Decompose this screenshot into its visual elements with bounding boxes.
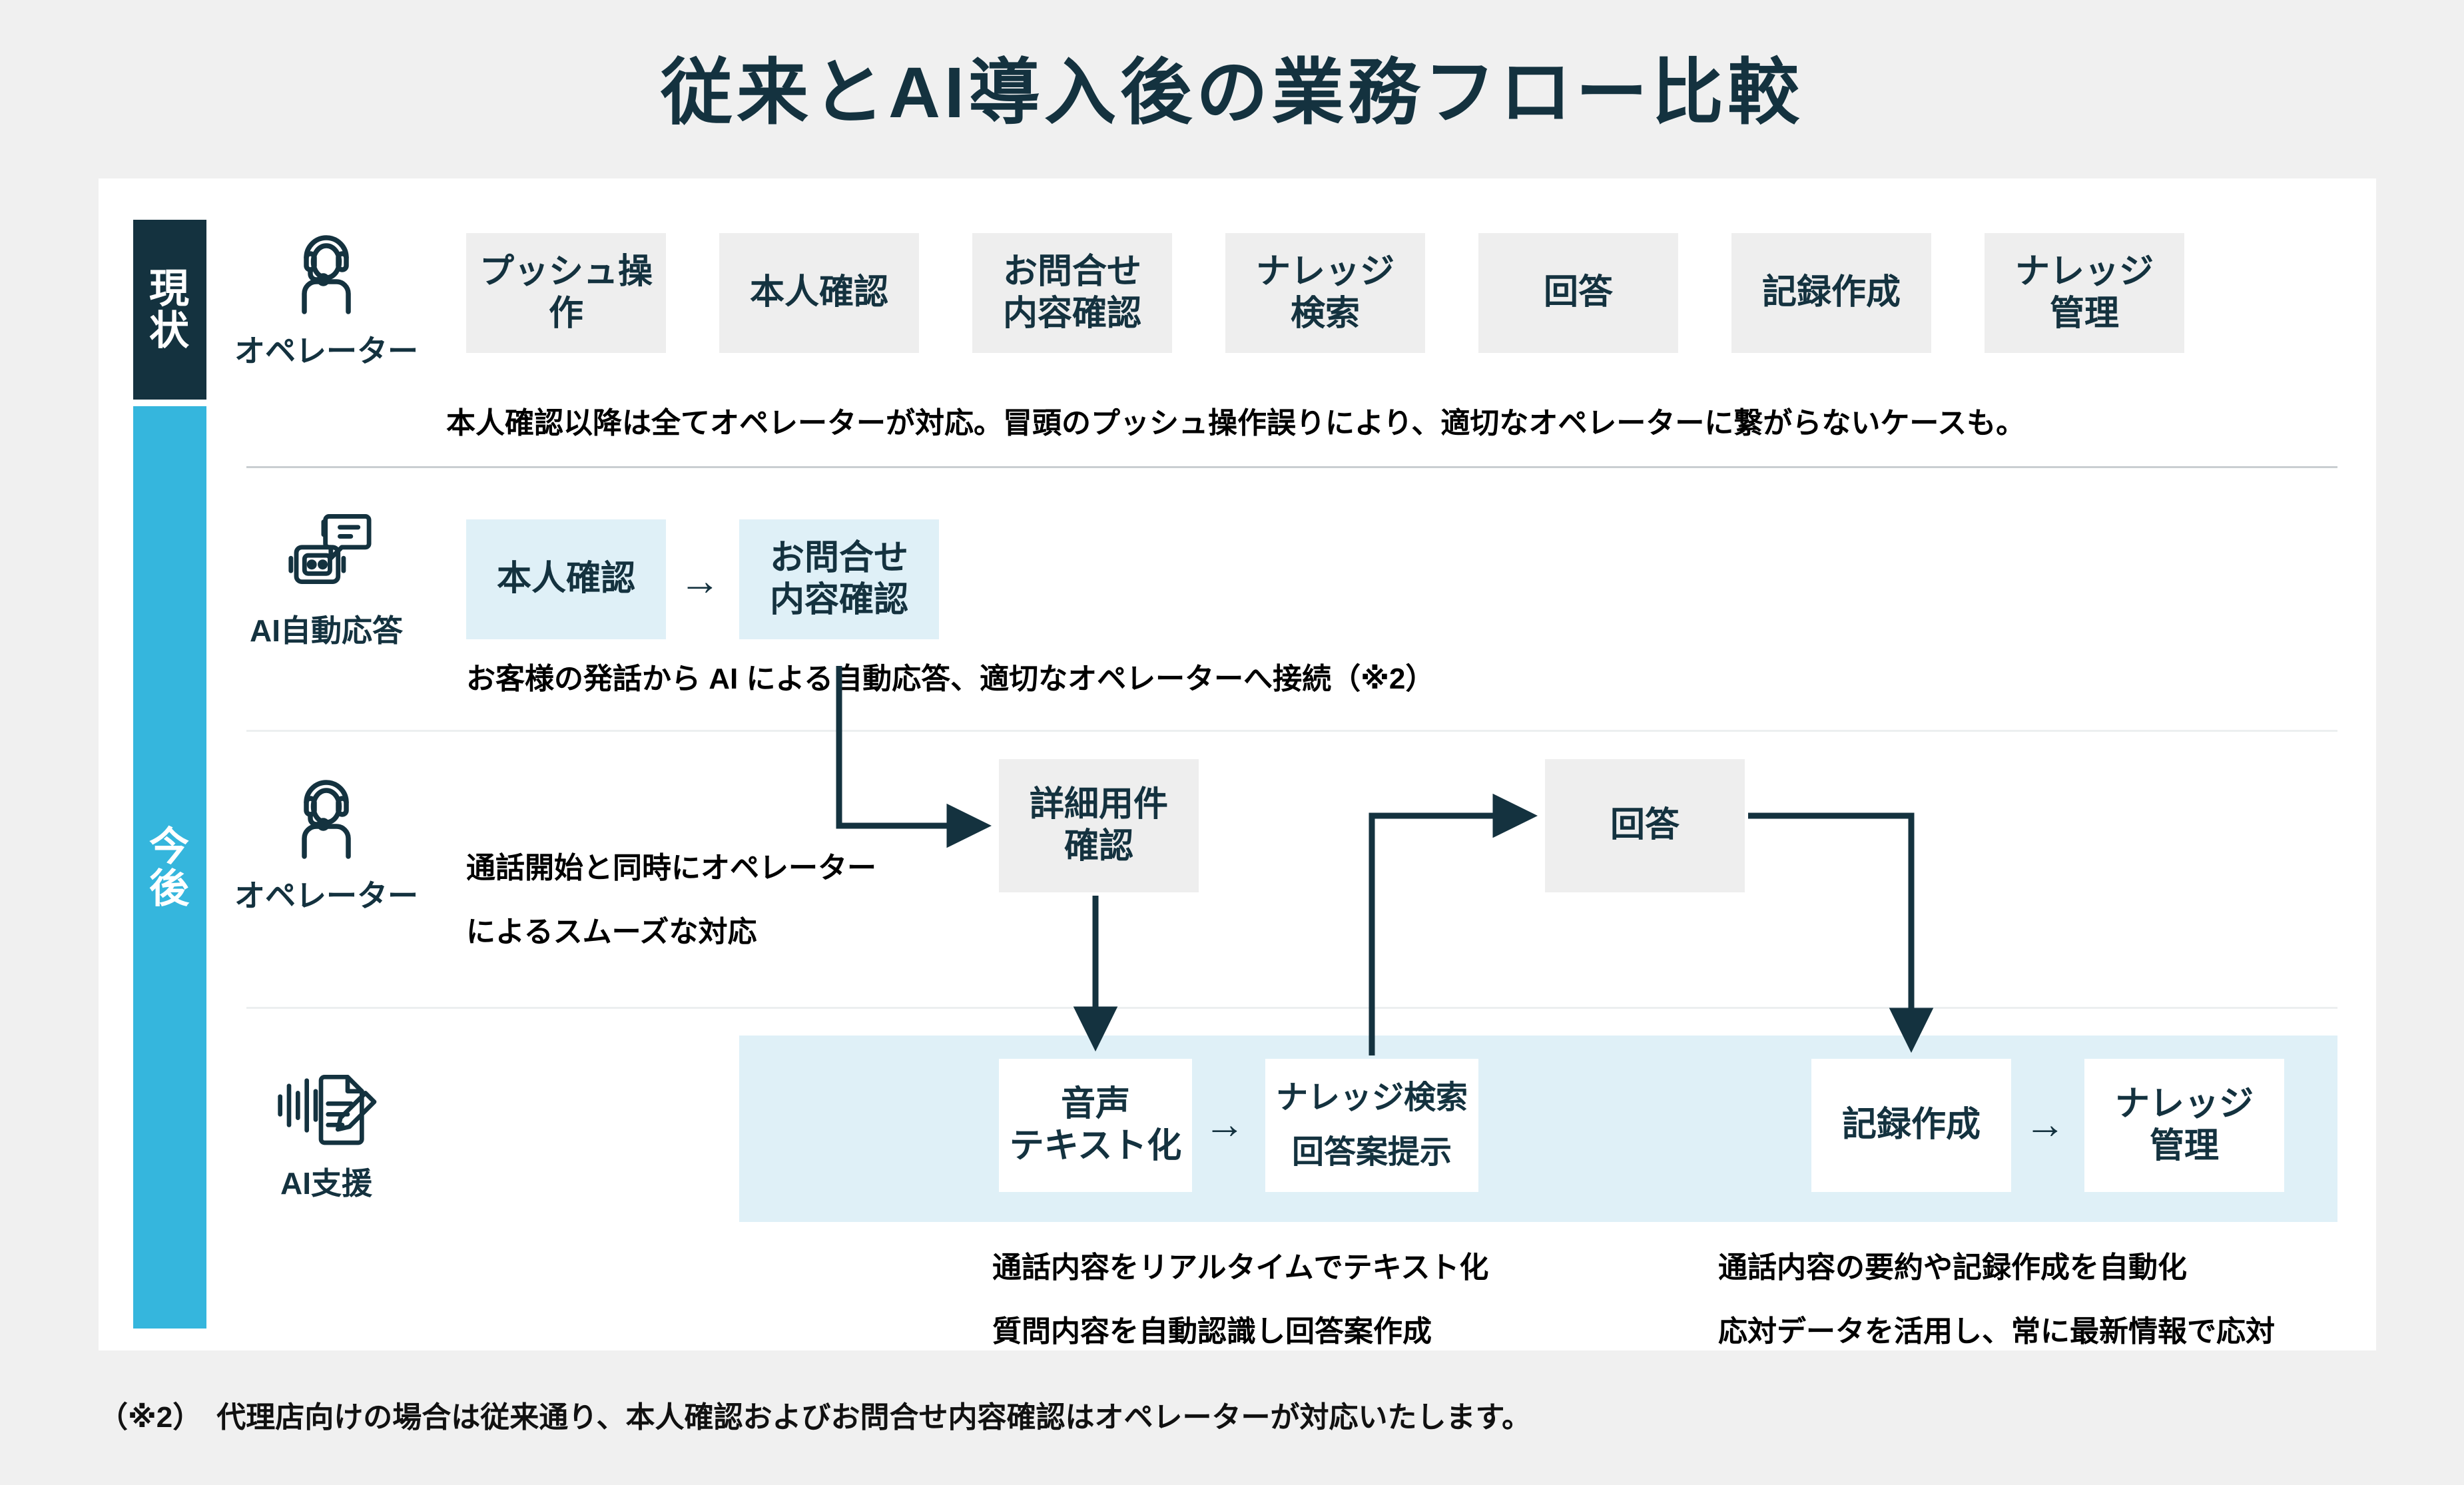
role-operator-future: オペレーター	[226, 764, 426, 916]
step-current-push-label: プッシュ操作	[479, 252, 653, 333]
phase-label-future: 今後	[133, 406, 206, 1329]
step-speech-to-text: 音声 テキスト化	[999, 1059, 1192, 1192]
page-title: 従来とAI導入後の業務フロー比較	[660, 52, 1803, 133]
step-current-record: 記録作成	[1731, 233, 1931, 353]
caption-ai-support-right-line1: 通話内容の要約や記録作成を自動化	[1718, 1251, 2187, 1284]
caption-ai-support-left-line1: 通話内容をリアルタイムでテキスト化	[992, 1251, 1489, 1284]
divider-ai-operator	[246, 730, 2337, 732]
step-ai-identity-label: 本人確認	[496, 559, 635, 599]
role-ai-auto: AI自動応答	[226, 506, 426, 651]
step-future-record-label: 記録作成	[1841, 1105, 1981, 1145]
step-ai-inquiry-label: お問合せ 内容確認	[769, 538, 908, 619]
footnote: （※2） 代理店向けの場合は従来通り、本人確認およびお問合せ内容確認はオペレータ…	[99, 1401, 1532, 1434]
step-detail-confirm-label: 詳細用件 確認	[1029, 784, 1168, 866]
caption-ai-support-left-line2: 質問内容を自動認識し回答案作成	[992, 1315, 1432, 1348]
role-operator-current-label: オペレーター	[234, 334, 418, 368]
step-ai-inquiry: お問合せ 内容確認	[739, 519, 939, 639]
role-operator-current: オペレーター	[226, 220, 426, 371]
step-current-knowledge-manage-label: ナレッジ 管理	[2014, 252, 2154, 333]
divider-current-future	[246, 466, 2337, 468]
step-current-answer: 回答	[1478, 233, 1678, 353]
caption-operator-line1: 通話開始と同時にオペレーター	[466, 852, 876, 884]
step-knowledge-suggest-label: ナレッジ検索 回答案提示	[1275, 1080, 1468, 1170]
step-current-identity: 本人確認	[719, 233, 919, 353]
step-future-record: 記録作成	[1811, 1059, 2011, 1192]
step-ai-identity: 本人確認	[466, 519, 666, 639]
step-current-push: プッシュ操作	[466, 233, 666, 353]
voice-document-pencil-icon	[226, 1059, 426, 1155]
step-current-inquiry-label: お問合せ 内容確認	[1002, 252, 1141, 333]
divider-operator-aisupport	[246, 1007, 2337, 1009]
step-current-answer-label: 回答	[1543, 273, 1613, 312]
arrow-ai-identity-to-inquiry: →	[679, 558, 721, 604]
headset-operator-icon	[226, 764, 426, 868]
caption-ai-auto: お客様の発話から AI による自動応答、適切なオペレーターへ接続（※2）	[466, 663, 1435, 695]
phase-label-current-text: 現状	[149, 266, 190, 353]
step-speech-to-text-label: 音声 テキスト化	[1009, 1084, 1182, 1165]
role-ai-support-label: AI支援	[280, 1166, 372, 1201]
role-ai-support: AI支援	[226, 1059, 426, 1203]
step-future-answer: 回答	[1545, 759, 1745, 892]
step-future-knowledge-manage: ナレッジ 管理	[2084, 1059, 2284, 1192]
arrow-record-to-manage: →	[2024, 1101, 2066, 1147]
step-current-knowledge-search-label: ナレッジ 検索	[1255, 252, 1394, 333]
role-ai-auto-label: AI自動応答	[250, 613, 403, 648]
phase-label-current: 現状	[133, 220, 206, 400]
arrow-stt-to-knowledge: →	[1204, 1101, 1245, 1147]
caption-operator-line2: によるスムーズな対応	[466, 916, 757, 948]
role-operator-future-label: オペレーター	[234, 878, 418, 913]
step-future-knowledge-manage-label: ナレッジ 管理	[2114, 1084, 2254, 1165]
caption-ai-support-right-line2: 応対データを活用し、常に最新情報で応対	[1718, 1315, 2275, 1348]
step-detail-confirm: 詳細用件 確認	[999, 759, 1199, 892]
step-future-answer-label: 回答	[1610, 806, 1680, 845]
step-current-inquiry: お問合せ 内容確認	[972, 233, 1172, 353]
robot-chat-icon	[226, 506, 426, 603]
headset-operator-icon	[226, 220, 426, 323]
step-knowledge-suggest: ナレッジ検索 回答案提示	[1265, 1059, 1478, 1192]
step-current-knowledge-search: ナレッジ 検索	[1225, 233, 1425, 353]
step-current-knowledge-manage: ナレッジ 管理	[1985, 233, 2184, 353]
phase-label-future-text: 今後	[149, 824, 190, 911]
step-current-identity-label: 本人確認	[749, 273, 888, 312]
caption-current: 本人確認以降は全てオペレーターが対応。冒頭のプッシュ操作誤りにより、適切なオペレ…	[446, 407, 2026, 440]
step-current-record-label: 記録作成	[1761, 273, 1901, 312]
